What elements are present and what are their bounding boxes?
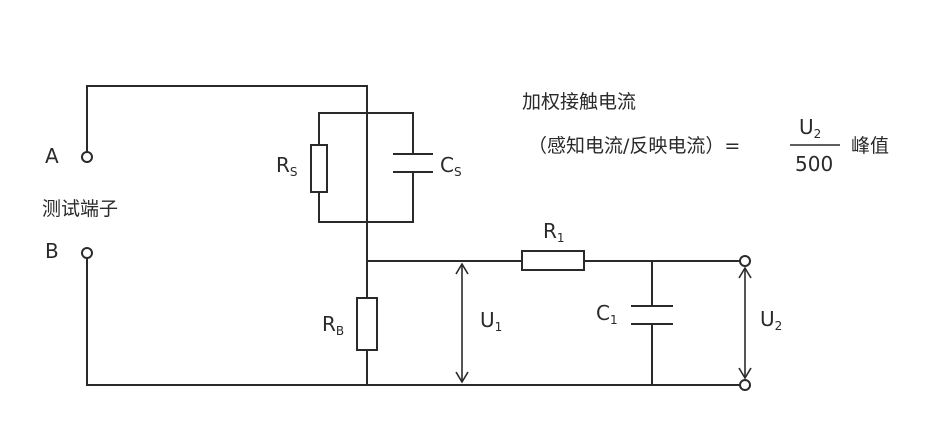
rs-label: RS <box>276 153 298 179</box>
cs-label-sub: S <box>454 165 462 179</box>
terminal-b-label: B <box>45 239 59 263</box>
wire-rs-top <box>318 112 368 146</box>
rs-label-main: R <box>276 153 290 177</box>
resistor-r1 <box>521 250 585 271</box>
capacitor-cs <box>393 153 433 173</box>
formula-suffix: 峰值 <box>851 135 889 157</box>
c1-label-main: C <box>596 301 610 325</box>
u2-arrow <box>738 266 752 380</box>
wire-a-to-node <box>86 85 368 386</box>
output-bottom-terminal <box>739 379 751 391</box>
wires <box>86 85 746 386</box>
rb-label-sub: B <box>336 324 344 338</box>
test-terminals-label: 测试端子 <box>42 198 118 220</box>
r1-label-main: R <box>543 219 557 243</box>
capacitor-c1 <box>631 305 673 325</box>
rb-label: RB <box>322 312 344 338</box>
u2-label: U2 <box>760 307 782 333</box>
formula-numerator: U2 <box>799 115 821 141</box>
rs-label-sub: S <box>290 165 298 179</box>
output-top-terminal <box>739 255 751 267</box>
cs-label: CS <box>440 153 462 179</box>
r1-label: R1 <box>543 219 565 245</box>
formula-lhs: （感知电流/反映电流）= <box>528 135 740 157</box>
terminal-a-label: A <box>45 144 59 168</box>
wire-cs-top <box>366 112 414 155</box>
u1-label: U1 <box>480 308 502 334</box>
wire-bottom-rail <box>86 257 746 386</box>
r1-label-sub: 1 <box>557 231 565 245</box>
u1-label-sub: 1 <box>495 320 503 334</box>
rb-label-main: R <box>322 312 336 336</box>
u2-label-main: U <box>760 307 775 331</box>
resistor-rb <box>356 297 378 351</box>
formula-title: 加权接触电流 <box>522 91 636 113</box>
c1-label-sub: 1 <box>610 313 618 327</box>
formula-numerator-sub: 2 <box>814 127 822 141</box>
wire-rs-bottom <box>318 191 368 223</box>
terminal-b-circle <box>81 247 93 259</box>
u2-label-sub: 2 <box>775 319 783 333</box>
u1-label-main: U <box>480 308 495 332</box>
cs-label-main: C <box>440 153 454 177</box>
terminal-a-circle <box>81 151 93 163</box>
formula-denominator: 500 <box>795 152 833 176</box>
u1-arrow <box>455 262 469 384</box>
formula-numerator-main: U <box>799 115 814 139</box>
wire-cs-bottom <box>366 171 414 223</box>
c1-label: C1 <box>596 301 618 327</box>
resistor-rs <box>310 144 328 193</box>
